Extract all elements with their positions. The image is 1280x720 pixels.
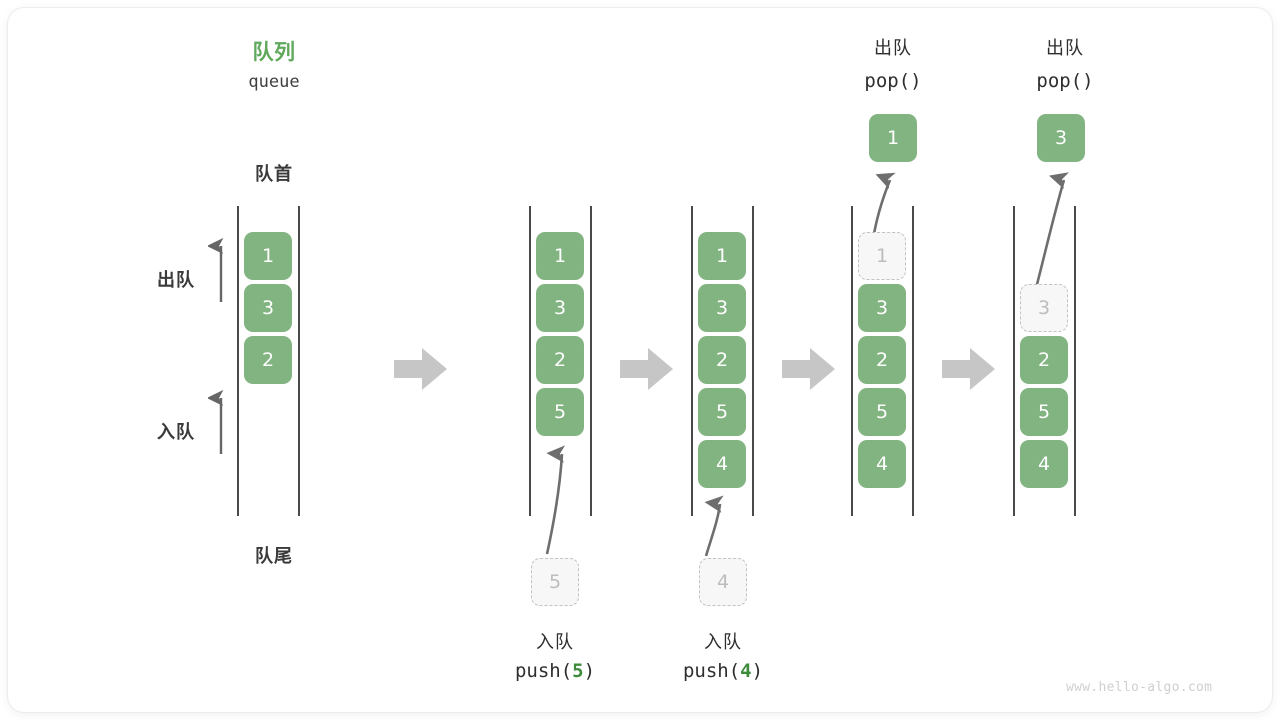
rear-label: 队尾 xyxy=(255,546,293,567)
front-label: 队首 xyxy=(255,164,293,185)
queue-rail-right-1 xyxy=(298,206,300,516)
push-code-value: 5 xyxy=(572,660,584,682)
queue-rail-right-5 xyxy=(1074,206,1076,516)
pop-op-code: pop() xyxy=(813,70,973,92)
pop-op-label: 出队 xyxy=(1046,38,1084,59)
queue-rail-right-2 xyxy=(590,206,592,516)
pop-code-suffix: ) xyxy=(910,70,922,92)
queue-element: 2 xyxy=(536,336,584,384)
step-arrow-icon xyxy=(394,348,447,390)
dequeue-label: 出队 xyxy=(157,270,195,291)
queue-title-en: queue xyxy=(248,72,300,92)
queue-element: 2 xyxy=(1020,336,1068,384)
pop-code-suffix: ) xyxy=(1082,70,1094,92)
queue-element-new: 4 xyxy=(698,440,746,488)
push-op-label: 入队 xyxy=(704,632,742,653)
queue-element: 2 xyxy=(858,336,906,384)
push-code-suffix: ) xyxy=(583,660,596,682)
queue-rail-left-3 xyxy=(691,206,693,516)
push-code-value: 4 xyxy=(740,660,752,682)
queue-element: 2 xyxy=(244,336,292,384)
pop-op-label: 出队 xyxy=(874,38,912,59)
queue-element: 3 xyxy=(244,284,292,332)
push-code-suffix: ) xyxy=(751,660,764,682)
pop-op-code: pop() xyxy=(985,70,1145,92)
push-code-prefix: push( xyxy=(682,660,741,682)
queue-element-new: 5 xyxy=(536,388,584,436)
incoming-element-ghost: 5 xyxy=(531,558,579,606)
queue-element: 3 xyxy=(698,284,746,332)
step-arrow-icon xyxy=(942,348,995,390)
queue-element: 1 xyxy=(698,232,746,280)
queue-element: 4 xyxy=(858,440,906,488)
incoming-element-ghost: 4 xyxy=(699,558,747,606)
push-op-label: 入队 xyxy=(536,632,574,653)
queue-element: 5 xyxy=(698,388,746,436)
push-op-code: push(4) xyxy=(643,660,803,682)
queue-element: 5 xyxy=(1020,388,1068,436)
queue-element: 2 xyxy=(698,336,746,384)
popped-element: 1 xyxy=(869,114,917,162)
diagram-stage: 队列 queue 队首 队尾 出队 入队 xyxy=(8,8,1272,712)
queue-element: 1 xyxy=(244,232,292,280)
push-arrow-icon xyxy=(682,484,752,557)
enqueue-label: 入队 xyxy=(157,422,195,443)
queue-element-removed: 3 xyxy=(1020,284,1068,332)
queue-title-cn: 队列 xyxy=(252,40,296,64)
queue-rail-left-2 xyxy=(529,206,531,516)
queue-rail-left-4 xyxy=(851,206,853,516)
dequeue-arrow-icon xyxy=(208,236,234,302)
queue-rail-left-1 xyxy=(237,206,239,516)
pop-code-prefix: pop( xyxy=(864,70,911,92)
diagram-card: 队列 queue 队首 队尾 出队 入队 xyxy=(8,8,1272,712)
queue-element: 3 xyxy=(536,284,584,332)
pop-code-prefix: pop( xyxy=(1036,70,1083,92)
step-arrow-icon xyxy=(620,348,673,390)
queue-element: 1 xyxy=(536,232,584,280)
push-code-prefix: push( xyxy=(514,660,573,682)
queue-element: 3 xyxy=(858,284,906,332)
watermark: www.hello-algo.com xyxy=(1066,680,1213,695)
popped-element: 3 xyxy=(1037,114,1085,162)
enqueue-arrow-icon xyxy=(208,388,234,454)
queue-rail-right-4 xyxy=(912,206,914,516)
push-arrow-icon xyxy=(545,432,588,555)
queue-element-removed: 1 xyxy=(858,232,906,280)
queue-element: 4 xyxy=(1020,440,1068,488)
pop-arrow-icon xyxy=(1032,158,1088,297)
queue-element: 5 xyxy=(858,388,906,436)
push-op-code: push(5) xyxy=(475,660,635,682)
queue-rail-right-3 xyxy=(752,206,754,516)
queue-rail-left-5 xyxy=(1013,206,1015,516)
step-arrow-icon xyxy=(782,348,835,390)
